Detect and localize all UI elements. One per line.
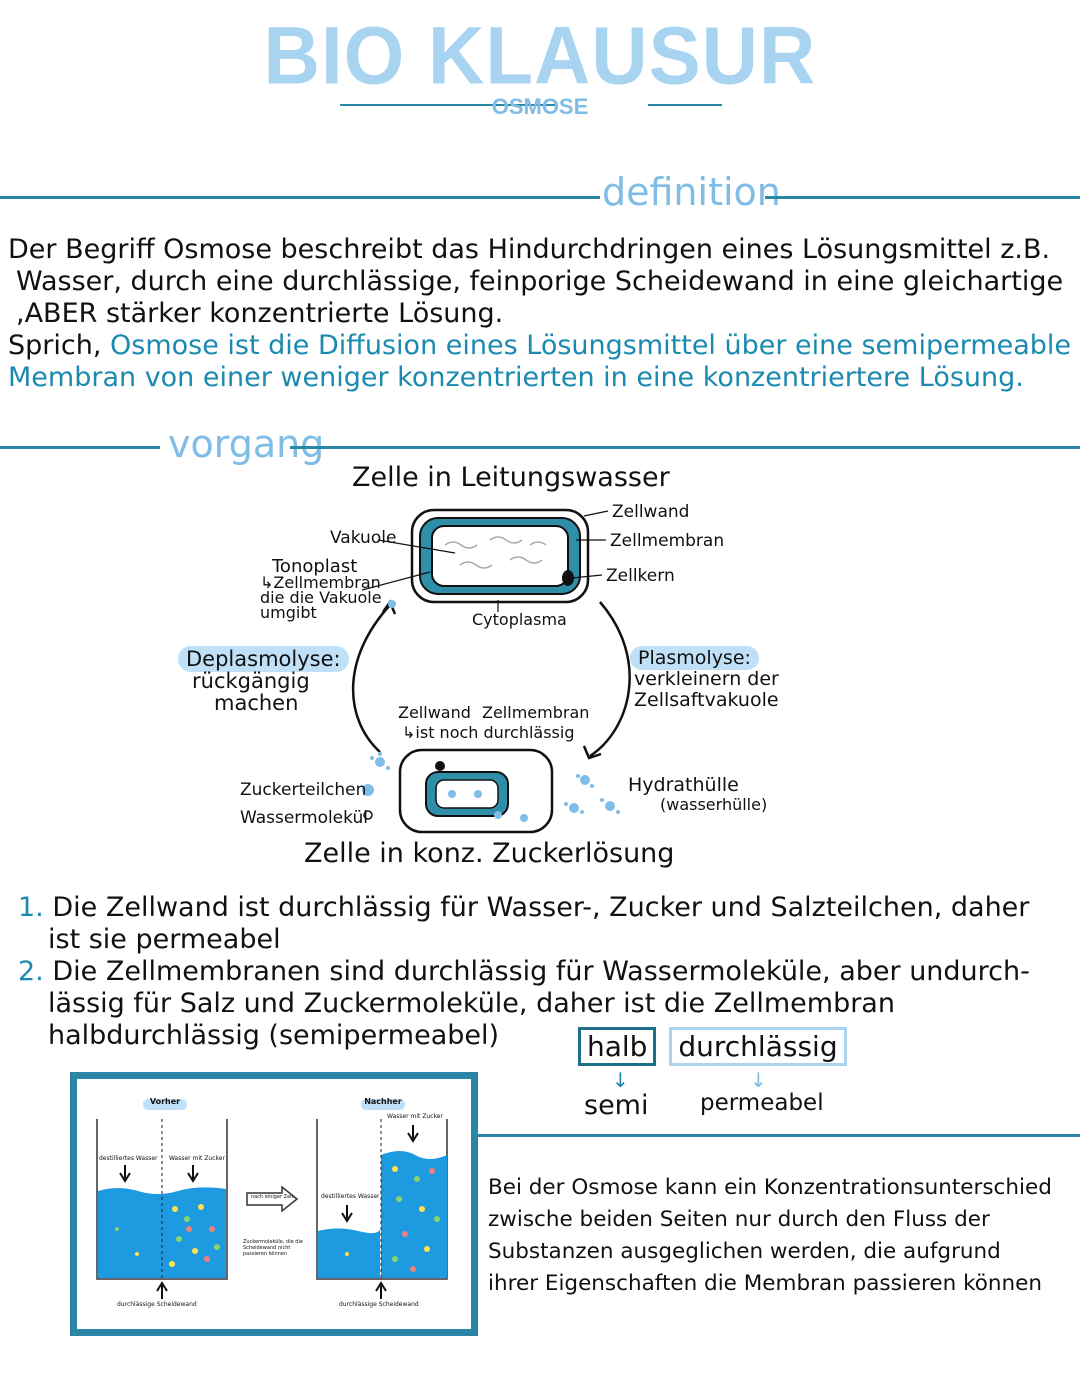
definition-divider-left [0,196,600,199]
arrow-down-icon: ↓ [612,1068,629,1092]
point-text: Die Zellwand ist durchlässig für Wasser-… [52,892,1030,923]
osmosis-figure-drawing [96,1099,448,1299]
label-tonoplast: Tonoplast [272,556,358,577]
title-underline-left [340,104,558,106]
label-zellmembran-2: Zellmembran [482,703,590,722]
figure-zuckermolekuele: Zuckermoleküle, die die Scheidewand nich… [243,1239,303,1257]
point-text: Die Zellmembranen sind durchlässig für W… [52,956,1030,987]
word-durchlaessig: durchlässig [669,1027,847,1066]
point-text: lässig für Salz und Zuckermoleküle, dahe… [48,988,895,1019]
figure-nach-zeit: nach einiger Zeit [251,1194,294,1200]
conclusion-divider [474,1134,1080,1137]
conclusion-text: Bei der Osmose kann ein Konzentrationsun… [488,1172,1052,1300]
plasmolyse-desc: verkleinern der [634,668,779,690]
conclusion-line: ihrer Eigenschaften die Membran passiere… [488,1271,1043,1296]
top-cell-title: Zelle in Leitungswasser [352,462,670,493]
label-zellwand: Zellwand [612,502,690,522]
deplasmolyse-title: Deplasmolyse: [178,646,349,672]
figure-scheidewand-2: durchlässige Scheidewand [339,1301,419,1308]
label-zellmembran: Zellmembran [610,531,725,551]
point-number: 2. [18,956,44,987]
tonoplast-desc-line: die die Vakuole [260,588,382,607]
figure-dest-wasser-2: destilliertes Wasser [321,1193,380,1200]
word-halb: halb [578,1027,657,1066]
definition-text: Der Begriff Osmose beschreibt das Hindur… [8,234,1078,394]
title-underline-right [648,104,722,106]
page-subtitle: OSMOSE [491,94,589,119]
word-semi: semi [584,1090,649,1121]
vorgang-divider-left [0,446,160,449]
vorgang-heading: vorgang [168,422,325,466]
figure-dest-wasser: destilliertes Wasser [99,1155,158,1162]
point-text: halbdurchlässig (semipermeabel) [48,1020,500,1051]
plasmolyse-arrow [589,601,631,758]
deplasmolyse-desc: machen [214,691,299,715]
label-zellwand-2: Zellwand [398,703,471,722]
definition-line: ,ABER stärker konzentrierte Lösung. [16,298,504,329]
figure-wasser-zucker-2: Wasser mit Zucker [387,1113,443,1120]
page-title: BIO KLAUSUR [263,8,817,102]
arrow-down-icon: ↓ [750,1068,767,1092]
definition-prefix: Sprich, [8,330,102,361]
definition-line: Der Begriff Osmose beschreibt das Hindur… [8,234,1051,265]
label-cytoplasma: Cytoplasma [472,610,567,629]
label-tonoplast-desc: ↳Zellmembran die die Vakuole umgibt [260,573,382,622]
plasmolyse-desc: Zellsaftvakuole [634,689,779,711]
figure-wasser-zucker: Wasser mit Zucker [169,1155,225,1162]
label-membran-note: ↳ist noch durchlässig [402,723,575,742]
bottom-cell [398,748,554,834]
label-zuckerteilchen: Zuckerteilchen [240,780,367,800]
deplasmolyse-label: Deplasmolyse: rückgängig machen [178,646,349,715]
point-text: ist sie permeabel [48,924,281,955]
figure-nachher-label: Nachher [364,1097,402,1106]
label-zellkern: Zellkern [606,566,675,586]
conclusion-line: Bei der Osmose kann ein Konzentrationsun… [488,1175,1052,1200]
definition-line: Wasser, durch eine durchlässige, feinpor… [16,266,1064,297]
points-list: 1. Die Zellwand ist durchlässig für Wass… [18,892,1068,1052]
label-wassermolekuel: Wassermolekül [240,808,368,828]
vorgang-divider-right [290,446,1080,449]
definition-line: Sprich, Osmose ist die Diffusion eines L… [8,330,1078,362]
bottom-cell-title: Zelle in konz. Zuckerlösung [304,838,675,869]
definition-heading: definition [602,170,781,214]
word-split: halb durchlässig [578,1027,847,1066]
definition-divider-right [765,196,1080,199]
plasmolyse-title: Plasmolyse: [630,646,759,670]
osmosis-figure: Vorher Nachher destilliertes Wasser Wass… [70,1072,478,1336]
label-wasserhuelle: (wasserhülle) [660,795,768,814]
top-cell [361,508,609,612]
tonoplast-desc-line: ↳Zellmembran [260,573,381,592]
definition-highlight: Osmose ist die Diffusion eines Lösungsmi… [110,330,1072,361]
deplasmolyse-desc: rückgängig [192,669,310,693]
point-number: 1. [18,892,44,923]
conclusion-line: zwische beiden Seiten nur durch den Flus… [488,1207,990,1232]
definition-line: Membran von einer weniger konzentrierten… [8,362,1024,393]
point-1: 1. Die Zellwand ist durchlässig für Wass… [18,892,1068,924]
tonoplast-desc-line: umgibt [260,603,317,622]
figure-scheidewand-1: durchlässige Scheidewand [117,1301,197,1308]
word-permeabel: permeabel [700,1090,824,1116]
figure-vorher-label: Vorher [149,1097,181,1106]
deplasmolyse-arrow [351,604,391,753]
plasmolyse-label: Plasmolyse: verkleinern der Zellsaftvaku… [630,646,779,711]
conclusion-line: Substanzen ausgeglichen werden, die aufg… [488,1239,1001,1264]
label-hydrathuelle: Hydrathülle [628,774,739,796]
label-vakuole: Vakuole [330,528,397,548]
point-2: 2. Die Zellmembranen sind durchlässig fü… [18,956,1068,988]
